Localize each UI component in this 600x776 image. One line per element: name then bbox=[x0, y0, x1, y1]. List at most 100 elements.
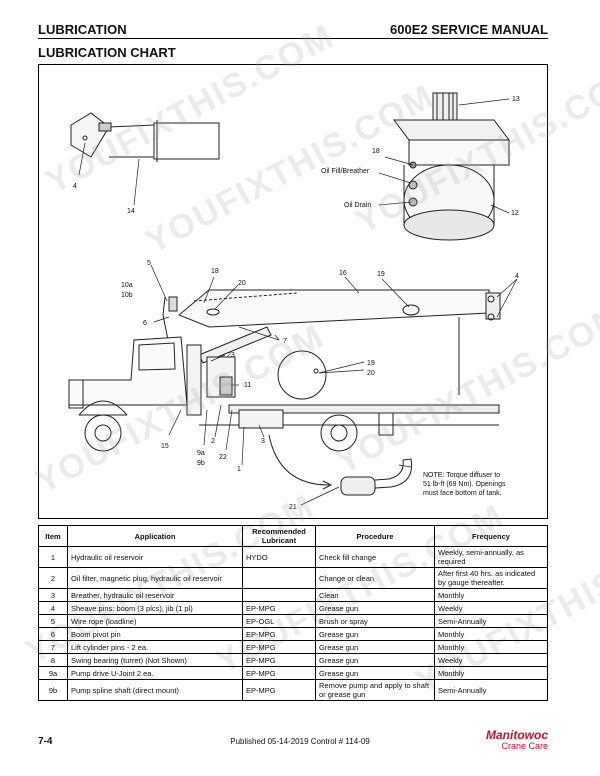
cell-frequency: Semi-Annually bbox=[434, 614, 548, 628]
callout-7: 7 bbox=[283, 338, 287, 345]
callout-19b: 19 bbox=[367, 360, 375, 367]
cell-item: 5 bbox=[38, 614, 68, 628]
callout-10a: 10a bbox=[121, 282, 133, 289]
cell-lubricant bbox=[242, 588, 316, 602]
callout-9b: 9b bbox=[197, 460, 205, 467]
cell-frequency: Monthly bbox=[434, 640, 548, 654]
callout-12: 12 bbox=[511, 210, 519, 217]
col-procedure: Procedure bbox=[315, 525, 435, 547]
cell-item: 7 bbox=[38, 640, 68, 654]
callout-6: 6 bbox=[143, 320, 147, 327]
cell-item: 9a bbox=[38, 666, 68, 680]
table-row: 5 Wire rope (loadline) EP-OGL Brush or s… bbox=[38, 614, 548, 628]
cell-lubricant: EP-MPG bbox=[242, 653, 316, 667]
callout-2: 2 bbox=[211, 438, 215, 445]
header-manual-title: 600E2 SERVICE MANUAL bbox=[390, 22, 548, 37]
torque-note-line-2: 51 lb-ft (69 Nm). Openings bbox=[423, 481, 506, 488]
cell-item: 6 bbox=[38, 627, 68, 641]
cell-frequency: Monthly bbox=[434, 627, 548, 641]
cell-lubricant: EP-MPG bbox=[242, 601, 316, 615]
callout-15: 15 bbox=[161, 443, 169, 450]
table-row: 3 Breather, hydraulic oil reservoir Clea… bbox=[38, 588, 548, 602]
tank-arrow bbox=[268, 434, 330, 486]
table-row: 4 Sheave pins: boom (3 plcs), jib (1 pl)… bbox=[38, 601, 548, 615]
callout-10b: 10b bbox=[121, 292, 133, 299]
logo-name: Manitowoc bbox=[486, 728, 548, 742]
table-header-row: Item Application Recommended Lubricant P… bbox=[38, 525, 548, 547]
cell-item: 8 bbox=[38, 653, 68, 667]
callout-1: 1 bbox=[237, 466, 241, 473]
cell-frequency: Weekly bbox=[434, 601, 548, 615]
callout-4a: 4 bbox=[73, 183, 77, 190]
torque-note-line-1: NOTE: Torque diffuser to bbox=[423, 472, 500, 479]
cell-lubricant: EP-OGL bbox=[242, 614, 316, 628]
cell-application: Oil filter, magnetic plug, hydraulic oil… bbox=[67, 567, 243, 589]
cell-frequency: Weekly, semi-annually, as required bbox=[434, 546, 548, 568]
cell-application: Wire rope (loadline) bbox=[67, 614, 243, 628]
cell-application: Swing bearing (turret) (Not Shown) bbox=[67, 653, 243, 667]
cell-procedure: Remove pump and apply to shaft or grease… bbox=[315, 679, 435, 701]
cell-item: 3 bbox=[38, 588, 68, 602]
lubrication-figure: 4 1 4 13 18 Oil Fill/Breather Oil Drain 1… bbox=[38, 64, 548, 519]
published-info: Published 05-14-2019 Control # 114-09 bbox=[230, 737, 370, 746]
cell-lubricant: EP-MPG bbox=[242, 640, 316, 654]
col-lubricant: Recommended Lubricant bbox=[242, 525, 316, 547]
col-frequency: Frequency bbox=[434, 525, 548, 547]
boom-drawing bbox=[178, 289, 501, 395]
callout-18: 18 bbox=[372, 148, 380, 155]
cell-application: Lift cylinder pins - 2 ea. bbox=[67, 640, 243, 654]
cell-item: 4 bbox=[38, 601, 68, 615]
cell-lubricant: HYDO bbox=[242, 546, 316, 568]
flatbed-drawing bbox=[199, 350, 500, 436]
cell-lubricant: EP-MPG bbox=[242, 627, 316, 641]
cell-procedure: Grease gun bbox=[315, 627, 435, 641]
callout-20b: 20 bbox=[367, 370, 375, 377]
table-row: 7 Lift cylinder pins - 2 ea. EP-MPG Grea… bbox=[38, 640, 548, 654]
callout-23: 23 bbox=[227, 352, 235, 359]
table-row: 9b Pump spline shaft (direct mount) EP-M… bbox=[38, 679, 548, 701]
cell-lubricant: EP-MPG bbox=[242, 679, 316, 701]
oil-fill-breather-label: Oil Fill/Breather bbox=[321, 168, 370, 175]
table-row: 9a Pump drive U-Joint 2 ea. EP-MPG Greas… bbox=[38, 666, 548, 680]
callout-9a: 9a bbox=[197, 450, 205, 457]
col-application: Application bbox=[67, 525, 243, 547]
table-row: 6 Boom pivot pin EP-MPG Grease gun Month… bbox=[38, 627, 548, 641]
table-row: 8 Swing bearing (turret) (Not Shown) EP-… bbox=[38, 653, 548, 667]
manitowoc-logo: Manitowoc Crane Care bbox=[468, 728, 548, 751]
lubrication-diagram: 4 1 4 13 18 Oil Fill/Breather Oil Drain 1… bbox=[68, 92, 520, 511]
header-section-title: LUBRICATION bbox=[38, 22, 127, 37]
swing-drive-drawing bbox=[393, 92, 510, 241]
cell-frequency: Semi-Annually bbox=[434, 679, 548, 701]
truck-cab-drawing bbox=[68, 336, 358, 452]
cell-frequency: After first 40 hrs. as indicated by gaug… bbox=[434, 567, 548, 589]
oil-drain-label: Oil Drain bbox=[344, 202, 371, 209]
callout-5: 5 bbox=[147, 260, 151, 267]
cell-lubricant bbox=[242, 567, 316, 589]
cell-procedure: Grease gun bbox=[315, 666, 435, 680]
callout-16: 16 bbox=[339, 270, 347, 277]
table-row: 2 Oil filter, magnetic plug, hydraulic o… bbox=[38, 567, 548, 589]
cell-procedure: Grease gun bbox=[315, 653, 435, 667]
cell-procedure: Brush or spray bbox=[315, 614, 435, 628]
cell-application: Breather, hydraulic oil reservoir bbox=[67, 588, 243, 602]
cell-application: Boom pivot pin bbox=[67, 627, 243, 641]
callout-22: 22 bbox=[219, 454, 227, 461]
cell-application: Sheave pins: boom (3 plcs), jib (1 pl) bbox=[67, 601, 243, 615]
cell-procedure: Grease gun bbox=[315, 601, 435, 615]
callout-11: 11 bbox=[244, 382, 251, 389]
header-divider bbox=[38, 38, 548, 39]
callout-4b: 4 bbox=[515, 273, 519, 280]
cell-procedure: Grease gun bbox=[315, 640, 435, 654]
callout-19: 19 bbox=[377, 271, 385, 278]
diffuser-drawing bbox=[340, 458, 413, 496]
cell-procedure: Clean bbox=[315, 588, 435, 602]
cell-frequency: Monthly bbox=[434, 588, 548, 602]
callout-3: 3 bbox=[261, 438, 265, 445]
cell-item: 1 bbox=[38, 546, 68, 568]
table-row: 1 Hydraulic oil reservoir HYDO Check fil… bbox=[38, 546, 548, 568]
callout-13: 13 bbox=[512, 96, 520, 103]
torque-note-line-3: must face bottom of tank. bbox=[423, 490, 502, 497]
jib-assembly-drawing bbox=[70, 112, 220, 162]
lubrication-table: Item Application Recommended Lubricant P… bbox=[38, 525, 548, 701]
cell-lubricant: EP-MPG bbox=[242, 666, 316, 680]
